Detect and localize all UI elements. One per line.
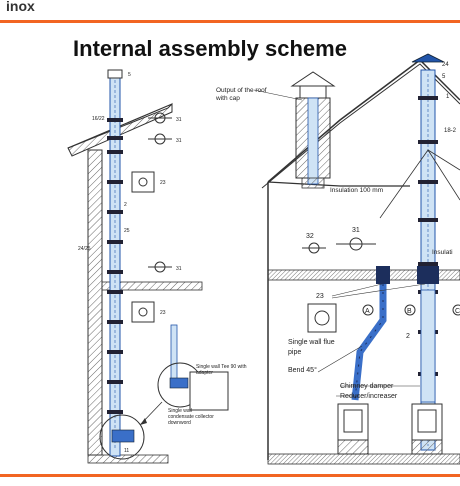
right-bracket-32: [302, 242, 326, 254]
svg-text:B: B: [407, 308, 412, 315]
collector-note-line-2: condensate collector: [168, 414, 214, 420]
left-label-4: 23: [160, 180, 166, 186]
right-inspection-23: [307, 303, 337, 333]
insulation-right-label: Insulati: [432, 249, 453, 256]
diagram-title: Internal assembly scheme: [73, 36, 347, 61]
right-bracket-31: [336, 237, 376, 251]
left-label-10: 11: [124, 448, 129, 454]
left-detail-circle-lower: [99, 414, 145, 460]
left-label-9: 23: [160, 310, 166, 316]
left-floor-ground: [87, 454, 169, 464]
left-label-8: 31: [176, 266, 182, 272]
num-31: 31: [352, 227, 360, 234]
left-tee-pipe: [170, 324, 178, 386]
left-joints: [107, 118, 123, 414]
left-bracket-31-b: [148, 133, 172, 145]
left-bracket-31-c: [148, 261, 172, 273]
num-24: 24: [442, 62, 449, 68]
left-label-5: 2: [124, 202, 127, 208]
left-wall: [87, 149, 103, 456]
left-label-3: 31: [176, 138, 182, 144]
insulation-block: [301, 177, 325, 189]
left-label-2: 31: [176, 117, 182, 123]
header-divider: [0, 20, 460, 23]
left-inspection-23-a: [131, 171, 155, 193]
left-bracket-31-a: [148, 112, 172, 124]
right-cap: [411, 53, 445, 63]
svg-text:A: A: [365, 308, 370, 315]
marker-b: B: [404, 304, 416, 316]
stove-right: [411, 403, 443, 455]
footer-divider: [0, 474, 460, 477]
num-23: 23: [316, 293, 324, 300]
ground-floor: [267, 453, 460, 465]
left-floor-1: [101, 281, 203, 291]
collector-note-line-3: downword: [168, 420, 191, 426]
header-title: inox: [6, 0, 35, 14]
num-5: 5: [442, 74, 446, 80]
bend-label: Bend 45°: [288, 366, 317, 374]
left-inspection-23-b: [131, 301, 155, 323]
damper-label: Chimney damper: [340, 383, 394, 390]
left-label-1: 16/22: [92, 116, 105, 122]
stove-left: [337, 403, 369, 455]
upper-floor: [267, 269, 460, 281]
left-assembly: 5 16/22 31 31 23 2 25 24/25 31 23 11 Sin…: [67, 69, 247, 464]
num-18: 18-2: [444, 128, 457, 134]
svg-text:C: C: [455, 308, 460, 315]
left-label-7: 24/25: [78, 246, 91, 252]
left-label-0: 5: [128, 72, 131, 78]
tee-note-line-1: Single wall Tee 90 with: [196, 364, 247, 370]
marker-a: A: [362, 304, 374, 316]
left-appliance: [189, 371, 229, 411]
left-cap: [107, 69, 123, 79]
flue-pipe-line-2: pipe: [288, 349, 301, 356]
insulation-label: Insulation 100 mm: [330, 187, 383, 194]
reducer-label: Reducer/increaser: [340, 393, 398, 400]
num-32: 32: [306, 233, 314, 240]
roof-output-line-2: with cap: [215, 95, 240, 102]
tee-note-line-2: adapter: [196, 370, 213, 376]
num-2: 2: [406, 333, 410, 340]
right-assembly: A B C Output of the roof with cap Insula…: [215, 53, 460, 465]
collector-note-line-1: Single wall: [168, 408, 192, 414]
marker-c: C: [452, 304, 460, 316]
roof-output-line-1: Output of the roof: [216, 87, 267, 94]
flue-pipe-line-1: Single wall flue: [288, 339, 335, 346]
num-1: 1: [446, 94, 450, 100]
left-label-6: 25: [124, 228, 130, 234]
